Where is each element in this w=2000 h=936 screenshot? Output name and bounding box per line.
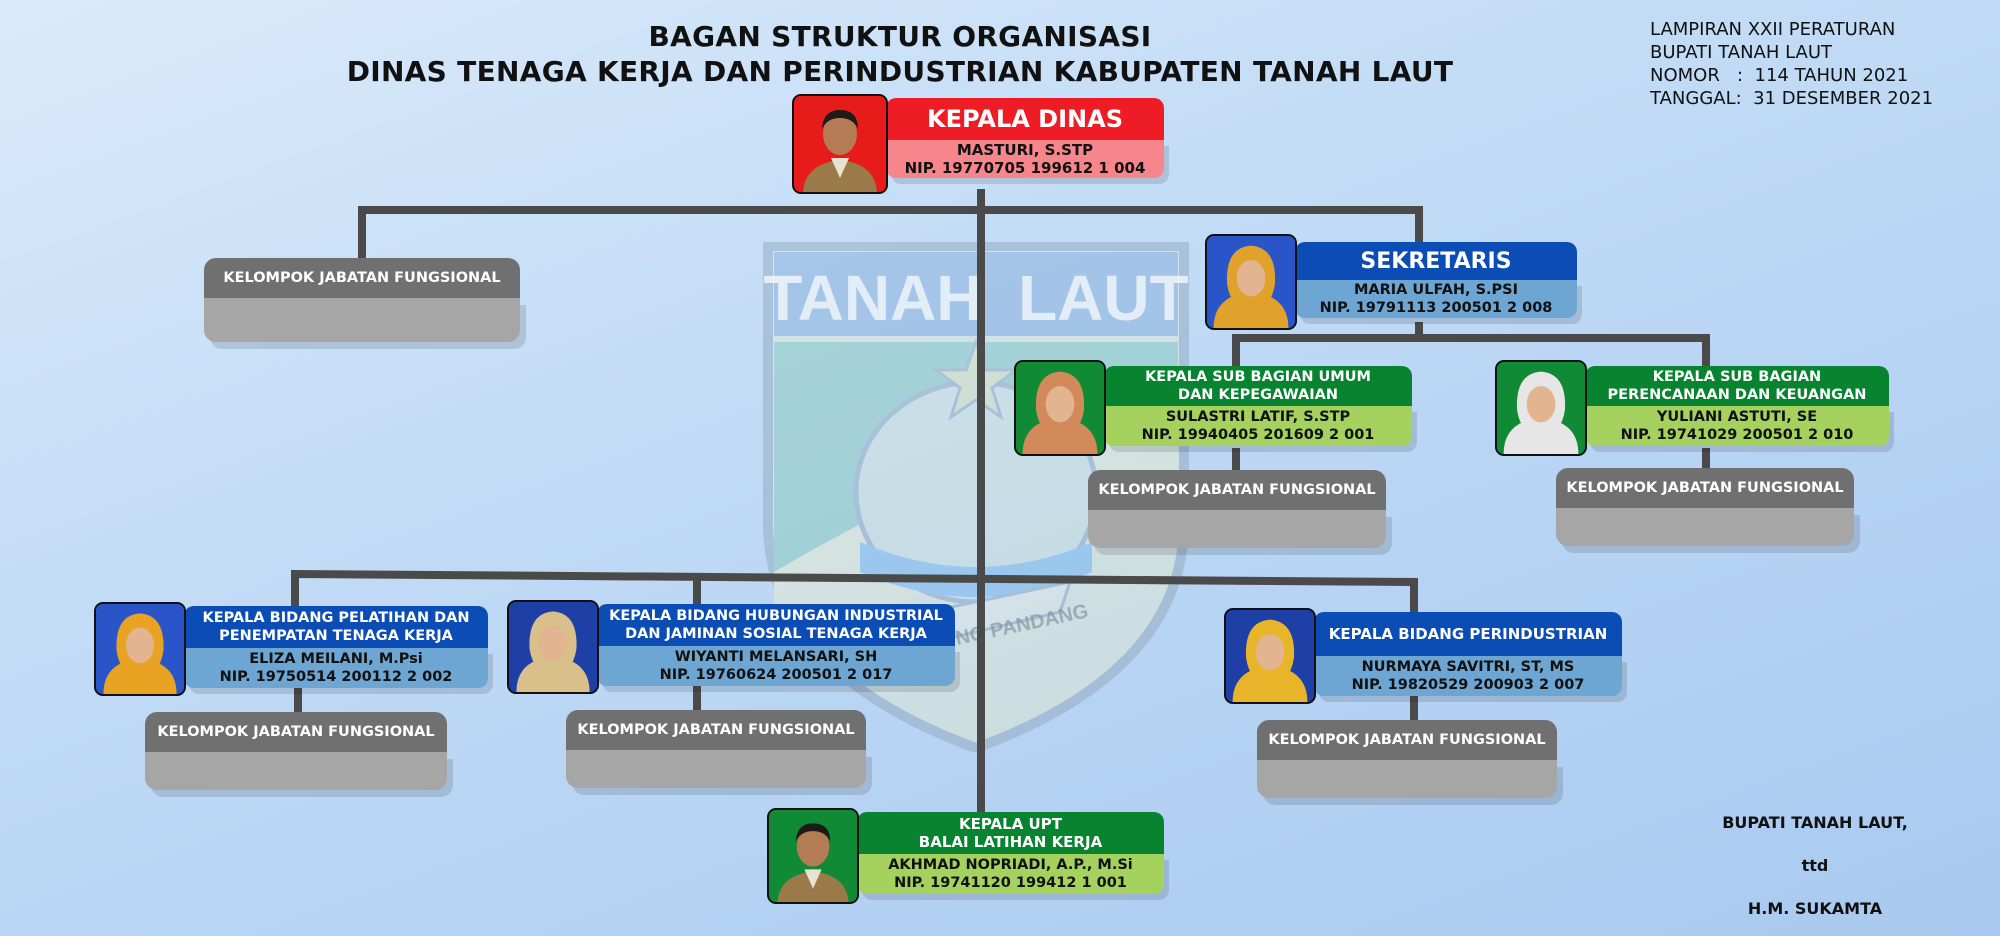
person-photo-icon bbox=[794, 96, 886, 192]
node-subbag-keuangan[interactable]: KEPALA SUB BAGIAN PERENCANAAN DAN KEUANG… bbox=[1495, 360, 1889, 456]
photo-bidang-hubungan bbox=[507, 600, 599, 694]
person-photo-icon bbox=[1016, 362, 1104, 454]
emblem-text: TANAH LAUT bbox=[763, 262, 1188, 334]
bidang-horizontal-line bbox=[291, 569, 1418, 616]
person-photo-icon bbox=[1207, 236, 1295, 328]
signature-title: BUPATI TANAH LAUT, bbox=[1722, 813, 1908, 832]
photo-bidang-perindustrian bbox=[1224, 608, 1316, 704]
kjf-bidang-pelatihan[interactable]: KELOMPOK JABATAN FUNGSIONAL bbox=[145, 712, 447, 790]
bidang-pelatihan-title-line2: PENEMPATAN TENAGA KERJA bbox=[219, 628, 453, 644]
node-kepala-upt[interactable]: KEPALA UPT BALAI LATIHAN KERJA AKHMAD NO… bbox=[767, 808, 1164, 904]
signature-name: H.M. SUKAMTA bbox=[1747, 899, 1883, 918]
node-bidang-perindustrian[interactable]: KEPALA BIDANG PERINDUSTRIAN NURMAYA SAVI… bbox=[1224, 608, 1622, 704]
kepala-dinas-name: MASTURI, S.STP bbox=[956, 141, 1094, 159]
photo-sekretaris bbox=[1205, 234, 1297, 330]
kjf-label: KELOMPOK JABATAN FUNGSIONAL bbox=[1257, 720, 1557, 760]
kjf-label: KELOMPOK JABATAN FUNGSIONAL bbox=[1556, 468, 1854, 508]
lampiran-line3: NOMOR : 114 TAHUN 2021 bbox=[1650, 65, 1909, 86]
photo-subbag-keuangan bbox=[1495, 360, 1587, 456]
subbag-keuangan-nip: NIP. 19741029 200501 2 010 bbox=[1620, 427, 1854, 443]
subbag-umum-title-line2: DAN KEPEGAWAIAN bbox=[1178, 387, 1338, 403]
bidang-pelatihan-nip: NIP. 19750514 200112 2 002 bbox=[219, 669, 453, 685]
subbag-keuangan-name: YULIANI ASTUTI, SE bbox=[1656, 409, 1818, 425]
kepala-dinas-title: KEPALA DINAS bbox=[927, 105, 1123, 133]
sekretaris-nip: NIP. 19791113 200501 2 008 bbox=[1319, 300, 1553, 316]
kjf-label: KELOMPOK JABATAN FUNGSIONAL bbox=[204, 258, 520, 298]
kjf-subbag-umum[interactable]: KELOMPOK JABATAN FUNGSIONAL bbox=[1088, 470, 1386, 548]
signature-ttd: ttd bbox=[1801, 856, 1829, 875]
bidang-hubungan-name: WIYANTI MELANSARI, SH bbox=[674, 649, 878, 665]
upt-nip: NIP. 19741120 199412 1 001 bbox=[894, 875, 1127, 891]
kjf-label: KELOMPOK JABATAN FUNGSIONAL bbox=[1088, 470, 1386, 510]
top-horizontal-line bbox=[358, 206, 1423, 261]
subbag-umum-nip: NIP. 19940405 201609 2 001 bbox=[1141, 427, 1375, 443]
node-bidang-hubungan[interactable]: KEPALA BIDANG HUBUNGAN INDUSTRIAL DAN JA… bbox=[507, 600, 955, 694]
photo-subbag-umum bbox=[1014, 360, 1106, 456]
upt-name: AKHMAD NOPRIADI, A.P., M.Si bbox=[888, 857, 1133, 873]
photo-kepala-dinas bbox=[792, 94, 888, 194]
kjf-kepala-dinas[interactable]: KELOMPOK JABATAN FUNGSIONAL bbox=[204, 258, 520, 342]
node-kepala-dinas[interactable]: KEPALA DINAS MASTURI, S.STP NIP. 1977070… bbox=[792, 94, 1164, 194]
node-sekretaris[interactable]: SEKRETARIS MARIA ULFAH, S.PSI NIP. 19791… bbox=[1205, 234, 1577, 330]
photo-kepala-upt bbox=[767, 808, 859, 904]
bidang-hubungan-title-line2: DAN JAMINAN SOSIAL TENAGA KERJA bbox=[625, 626, 927, 642]
person-photo-icon bbox=[96, 604, 184, 694]
subbag-umum-name: SULASTRI LATIF, S.STP bbox=[1165, 409, 1351, 425]
chart-title-line2: DINAS TENAGA KERJA DAN PERINDUSTRIAN KAB… bbox=[346, 55, 1454, 88]
lampiran-line2: BUPATI TANAH LAUT bbox=[1650, 42, 1833, 63]
bidang-hubungan-title-line1: KEPALA BIDANG HUBUNGAN INDUSTRIAL bbox=[609, 608, 943, 624]
sekretaris-name: MARIA ULFAH, S.PSI bbox=[1353, 282, 1519, 298]
subbag-umum-title-line1: KEPALA SUB BAGIAN UMUM bbox=[1145, 369, 1371, 385]
secretary-branch-line bbox=[1232, 334, 1710, 376]
upt-title-line2: BALAI LATIHAN KERJA bbox=[918, 833, 1103, 851]
person-photo-icon bbox=[509, 602, 597, 692]
kepala-dinas-nip: NIP. 19770705 199612 1 004 bbox=[904, 159, 1146, 177]
sekretaris-title: SEKRETARIS bbox=[1360, 248, 1512, 274]
node-bidang-pelatihan[interactable]: KEPALA BIDANG PELATIHAN DAN PENEMPATAN T… bbox=[94, 602, 488, 696]
kjf-bidang-hubungan[interactable]: KELOMPOK JABATAN FUNGSIONAL bbox=[566, 710, 866, 788]
kjf-label: KELOMPOK JABATAN FUNGSIONAL bbox=[566, 710, 866, 750]
kjf-subbag-keuangan[interactable]: KELOMPOK JABATAN FUNGSIONAL bbox=[1556, 468, 1854, 546]
lampiran-line4: TANGGAL: 31 DESEMBER 2021 bbox=[1650, 88, 1934, 109]
bidang-perindustrian-nip: NIP. 19820529 200903 2 007 bbox=[1351, 677, 1585, 693]
bidang-perindustrian-title: KEPALA BIDANG PERINDUSTRIAN bbox=[1328, 625, 1608, 643]
bidang-hubungan-nip: NIP. 19760624 200501 2 017 bbox=[659, 667, 893, 683]
subbag-keuangan-title-line1: KEPALA SUB BAGIAN bbox=[1652, 369, 1822, 385]
node-subbag-umum[interactable]: KEPALA SUB BAGIAN UMUM DAN KEPEGAWAIAN S… bbox=[1014, 360, 1412, 456]
chart-title-line1: BAGAN STRUKTUR ORGANISASI bbox=[648, 20, 1152, 53]
person-photo-icon bbox=[769, 810, 857, 902]
kjf-bidang-perindustrian[interactable]: KELOMPOK JABATAN FUNGSIONAL bbox=[1257, 720, 1557, 798]
person-photo-icon bbox=[1497, 362, 1585, 454]
bidang-perindustrian-name: NURMAYA SAVITRI, ST, MS bbox=[1361, 659, 1575, 675]
bidang-pelatihan-title-line1: KEPALA BIDANG PELATIHAN DAN bbox=[202, 610, 470, 626]
subbag-keuangan-title-line2: PERENCANAAN DAN KEUANGAN bbox=[1607, 387, 1867, 403]
photo-bidang-pelatihan bbox=[94, 602, 186, 696]
upt-title-line1: KEPALA UPT bbox=[959, 815, 1062, 833]
lampiran-block: LAMPIRAN XXII PERATURAN BUPATI TANAH LAU… bbox=[1650, 18, 1933, 110]
kjf-label: KELOMPOK JABATAN FUNGSIONAL bbox=[145, 712, 447, 752]
person-photo-icon bbox=[1226, 610, 1314, 702]
bidang-pelatihan-name: ELIZA MEILANI, M.Psi bbox=[249, 651, 423, 667]
lampiran-line1: LAMPIRAN XXII PERATURAN bbox=[1650, 19, 1896, 40]
